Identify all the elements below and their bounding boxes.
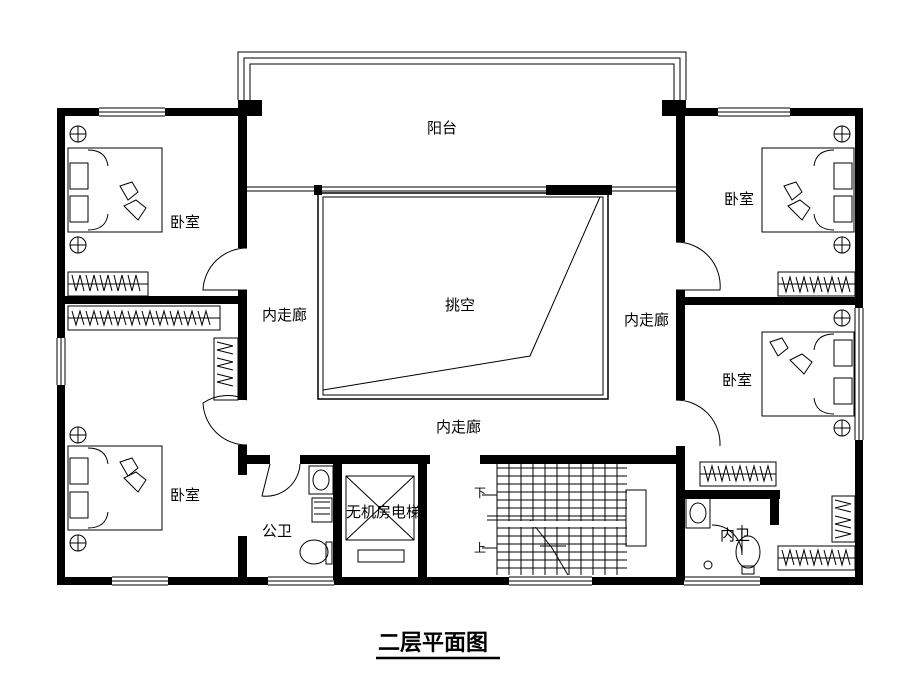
label-elevator: 无机房电梯 [346,503,421,521]
inner-bath-fixtures [685,497,761,575]
bed-mid-right [761,309,855,437]
bed-bottom-left [67,426,163,552]
elevator-shaft [345,475,415,563]
windows [56,107,864,586]
label-bedroom-bottom-left: 卧室 [170,486,200,504]
balcony-railing [237,51,687,100]
void-railing-posts [314,185,612,195]
staircase [482,464,647,576]
bed-top-left [67,125,163,254]
bed-top-right [761,125,855,254]
label-corridor-right: 内走廊 [624,311,669,329]
void-opening [317,192,609,400]
label-void: 挑空 [445,296,475,314]
label-corridor-center: 内走廊 [436,418,481,436]
label-stair-down: 下 [474,486,486,500]
label-bedroom-top-right: 卧室 [724,190,754,208]
label-bedroom-mid-right: 卧室 [722,371,752,389]
label-stair-up: 上 [474,541,486,555]
drawing-title: 二层平面图 [378,631,488,656]
label-bedroom-top-left: 卧室 [170,213,200,231]
label-public-bath: 公卫 [262,522,292,540]
label-inner-bath: 内卫 [720,526,750,544]
public-bath-fixtures [299,465,334,565]
doors [202,241,743,556]
walls [57,100,863,585]
label-corridor-left: 内走廊 [262,306,307,324]
label-balcony: 阳台 [427,119,457,137]
stair-landing-gap [498,521,625,527]
wardrobes [67,271,856,571]
